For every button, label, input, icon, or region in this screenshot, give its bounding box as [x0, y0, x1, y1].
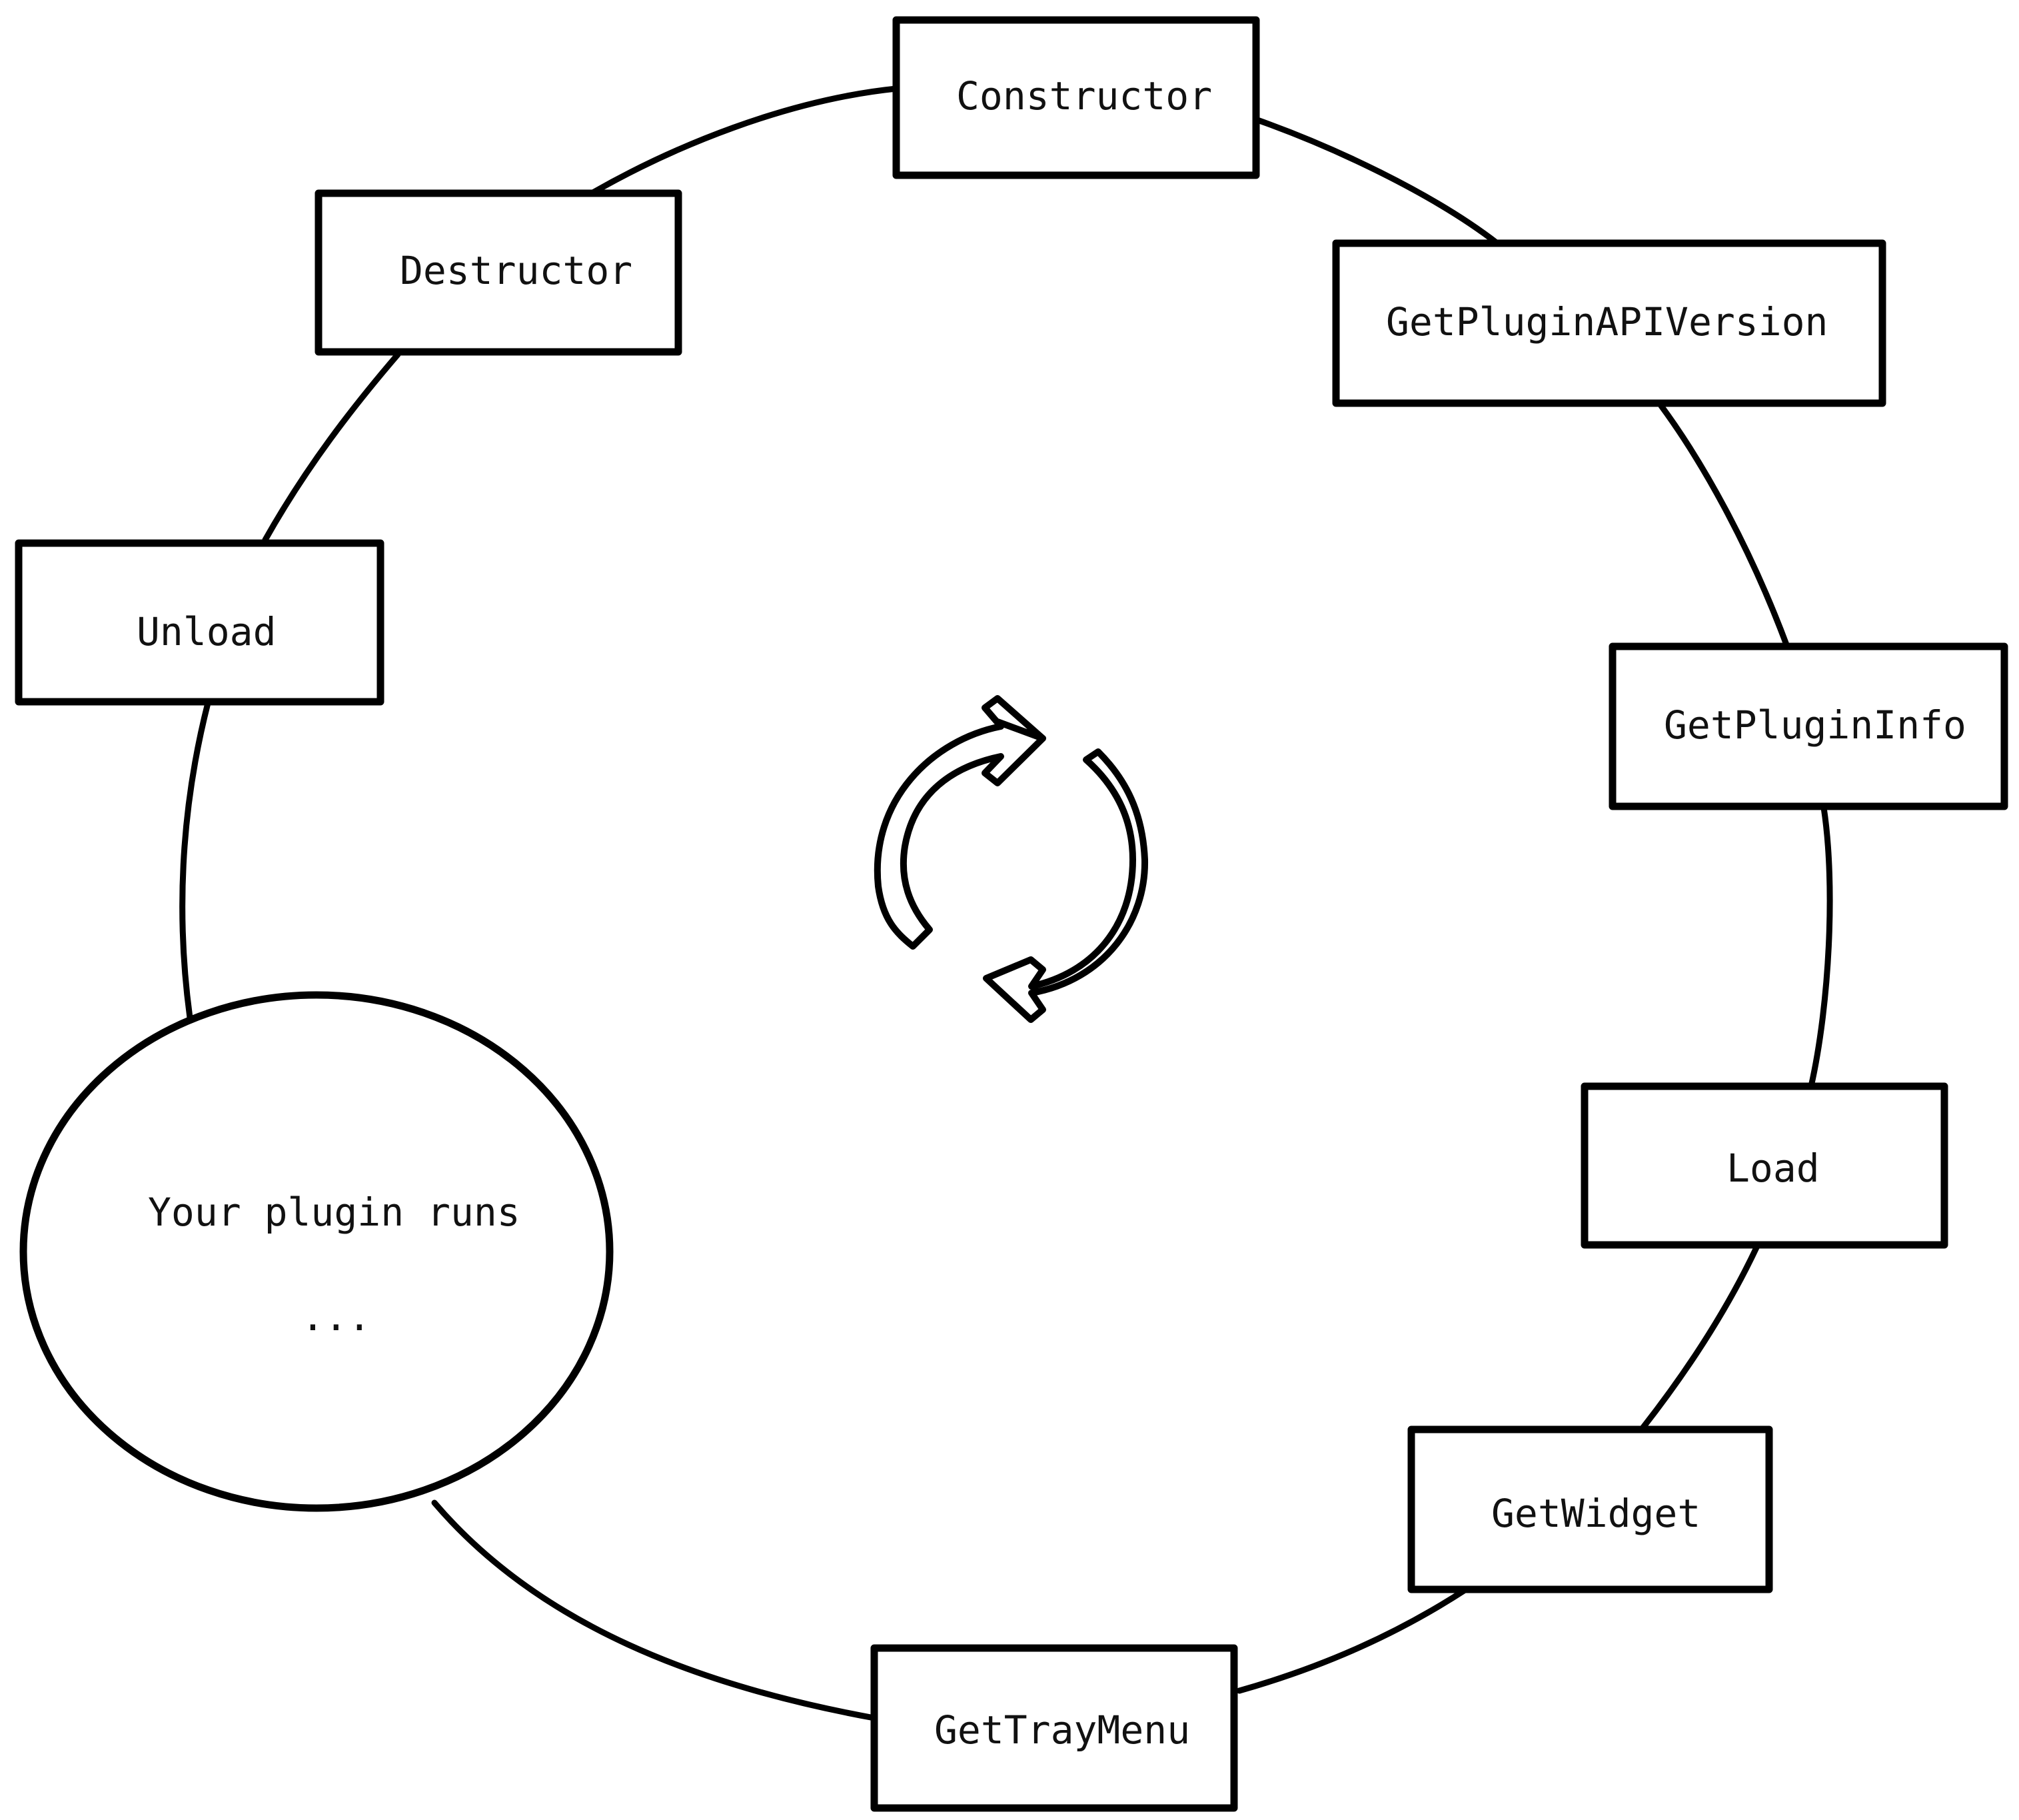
node-box: [892, 16, 1260, 179]
edge-load-getwidget: [1639, 1243, 1760, 1431]
edge-unload-destructor: [262, 351, 401, 543]
edge-destructor-constructor: [588, 85, 900, 197]
node-load: Load: [1581, 1082, 1948, 1249]
node-unload: Unload: [15, 539, 384, 706]
node-box: [1609, 642, 2008, 810]
node-destructor: Destructor: [315, 189, 682, 356]
node-label: Your plugin runs: [148, 1190, 520, 1235]
node-get-plugin-info: GetPluginInfo: [1609, 642, 2008, 810]
edge-constructor-getpluginapiversion: [1254, 117, 1501, 247]
node-constructor: Constructor: [892, 16, 1260, 179]
node-box: [315, 189, 682, 356]
node-label: Load: [1726, 1146, 1820, 1191]
refresh-arc-upper: [874, 695, 1046, 950]
node-ellipse: [19, 991, 614, 1512]
node-box: [1581, 1082, 1948, 1249]
node-get-widget: GetWidget: [1407, 1425, 1773, 1593]
node-sublabel: ...: [301, 1294, 371, 1340]
edge-getwidget-gettraymenu: [1236, 1586, 1469, 1694]
node-label: Destructor: [400, 248, 632, 293]
edge-getplugininfo-load: [1808, 804, 1833, 1090]
node-label: GetWidget: [1491, 1491, 1700, 1536]
edge-pluginruns-unload: [179, 700, 211, 1021]
node-box: [1332, 239, 1886, 407]
node-get-tray-menu: GetTrayMenu: [870, 1644, 1238, 1812]
node-label: Unload: [137, 609, 277, 654]
node-label: GetPluginInfo: [1664, 702, 1966, 748]
node-box: [15, 539, 384, 706]
connector-lines: [179, 85, 1833, 1721]
node-label: Constructor: [956, 73, 1212, 119]
node-get-plugin-api-version: GetPluginAPIVersion: [1332, 239, 1886, 407]
refresh-arc-lower: [983, 748, 1149, 1023]
edge-gettraymenu-pluginruns: [431, 1499, 878, 1721]
node-box: [1407, 1425, 1773, 1593]
node-your-plugin-runs: Your plugin runs ...: [19, 991, 614, 1512]
refresh-cycle-icon: [874, 695, 1149, 1023]
node-box: [870, 1644, 1238, 1812]
node-label: GetTrayMenu: [934, 1707, 1190, 1753]
edge-getpluginapiversion-getplugininfo: [1658, 403, 1790, 650]
node-label: GetPluginAPIVersion: [1386, 299, 1828, 345]
